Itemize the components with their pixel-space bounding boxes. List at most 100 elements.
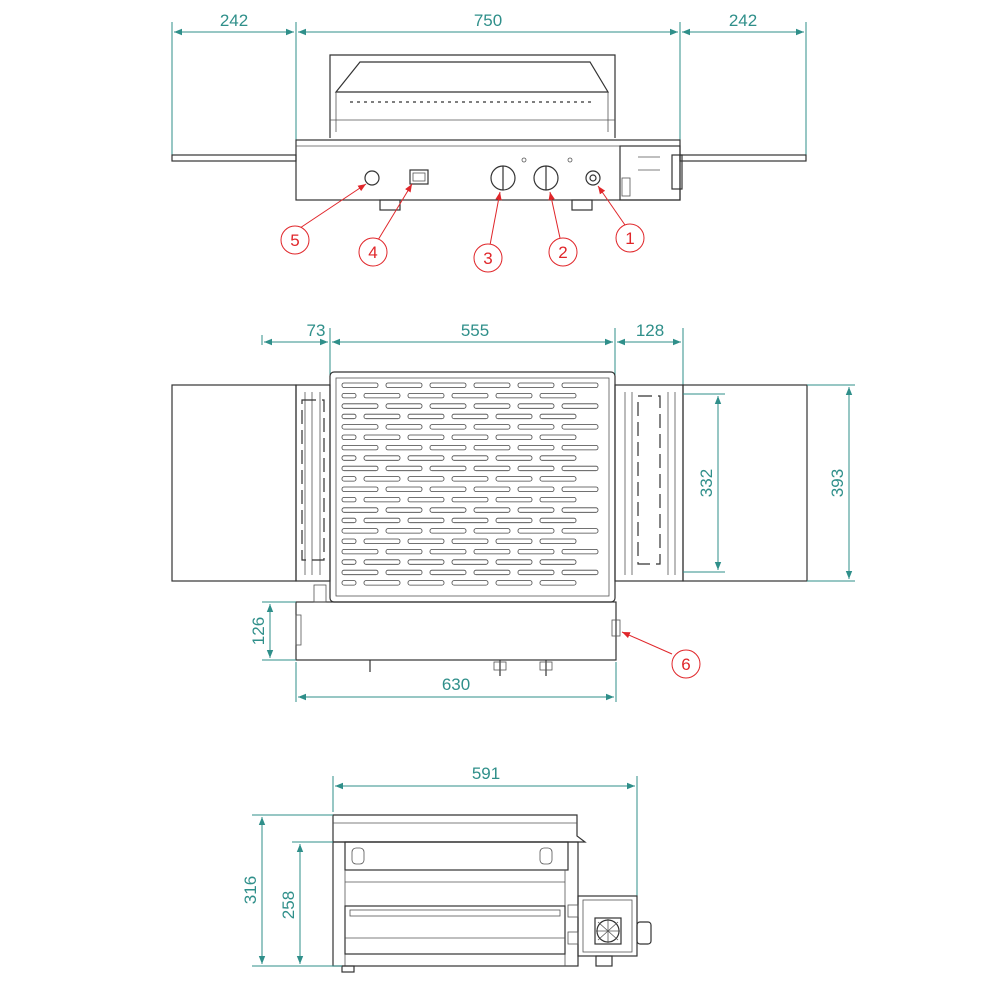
belt-slot [385,382,423,388]
top-view: 73 555 128 332 [171,321,855,702]
belt-slot [341,444,379,451]
belt-slot [363,476,401,482]
belt-slot [561,403,599,409]
belt-slot [517,486,555,492]
belt-slot [341,424,379,430]
belt-slot [385,403,423,409]
belt-slot [517,382,555,388]
belt-slot [561,382,599,388]
belt-slot [341,496,357,503]
belt-slot [341,403,379,409]
belt-slot [429,465,467,472]
belt-slot [407,455,445,461]
belt-slots [341,382,599,586]
belt-slot [429,549,467,555]
front-body [295,139,681,201]
belt-slot [473,486,511,492]
belt-slot [473,465,511,472]
dim-side-width: 591 [472,764,500,783]
belt-slot [341,392,357,399]
belt-slot [517,507,555,513]
belt-slot [561,507,599,513]
belt-slot [341,486,379,492]
belt-slot [539,476,577,482]
belt-slot [495,434,533,440]
belt-slot [363,392,401,399]
belt-slot [429,424,467,430]
belt-slot [517,403,555,409]
belt-slot [473,403,511,409]
left-conveyor [295,384,331,582]
belt-slot [561,528,599,534]
belt-slot [429,403,467,409]
belt-slot [517,444,555,451]
belt-slot [341,476,357,482]
callout-2: 2 [548,191,578,267]
belt-slot [341,528,379,534]
belt-slot [341,569,379,576]
belt-slot [407,434,445,440]
belt-slot [473,444,511,451]
belt-slot [363,517,401,524]
belt-slot [539,434,577,440]
belt-slot [429,486,467,492]
belt-slot [495,455,533,461]
side-top-plate [332,814,587,843]
belt-slot [473,549,511,555]
front-view: 242 750 242 [171,11,807,273]
belt-slot [385,465,423,472]
side-bracket [344,841,569,871]
belt-slot [429,569,467,576]
belt-slot [385,569,423,576]
belt-slot [495,496,533,503]
belt-slot [539,538,577,544]
side-control-box [577,895,638,957]
belt-slot [385,486,423,492]
belt-slot [341,507,379,513]
callout-4-label: 4 [368,243,377,262]
belt-slot [385,444,423,451]
hood [329,54,616,138]
belt-slot [363,580,401,586]
belt-slot [495,580,533,586]
belt-slot [539,496,577,503]
top-right-tray [682,384,808,582]
top-control-box [295,601,617,661]
belt-slot [407,496,445,503]
dim-top-belt: 555 [461,321,489,340]
front-side-box [619,145,681,201]
belt-slot [473,507,511,513]
belt-slot [341,549,379,555]
callout-4: 4 [358,183,413,267]
belt-slot [363,559,401,565]
belt-slot [341,465,379,472]
belt-slot [407,538,445,544]
belt-slot [451,559,489,565]
belt-slot [407,580,445,586]
belt-slot [407,559,445,565]
belt-slot [451,392,489,399]
belt-slot [341,559,357,565]
belt-slot [341,580,357,586]
belt-slot [495,517,533,524]
side-heater [344,905,566,955]
belt-slot [517,465,555,472]
belt-slot [539,413,577,420]
belt-slot [517,549,555,555]
belt-slot [495,559,533,565]
callout-2-label: 2 [558,243,567,262]
callout-3-label: 3 [483,249,492,268]
belt-slot [495,476,533,482]
belt-slot [429,444,467,451]
callout-5: 5 [280,183,367,255]
belt-slot [363,434,401,440]
dim-front-left-tray: 242 [220,11,248,30]
dim-top-outer-depth: 393 [828,469,847,497]
belt-slot [451,517,489,524]
belt-slot [385,528,423,534]
belt-slot [407,413,445,420]
belt-slot [451,434,489,440]
belt-slot [561,444,599,451]
dim-side-inner-height: 258 [279,891,298,919]
